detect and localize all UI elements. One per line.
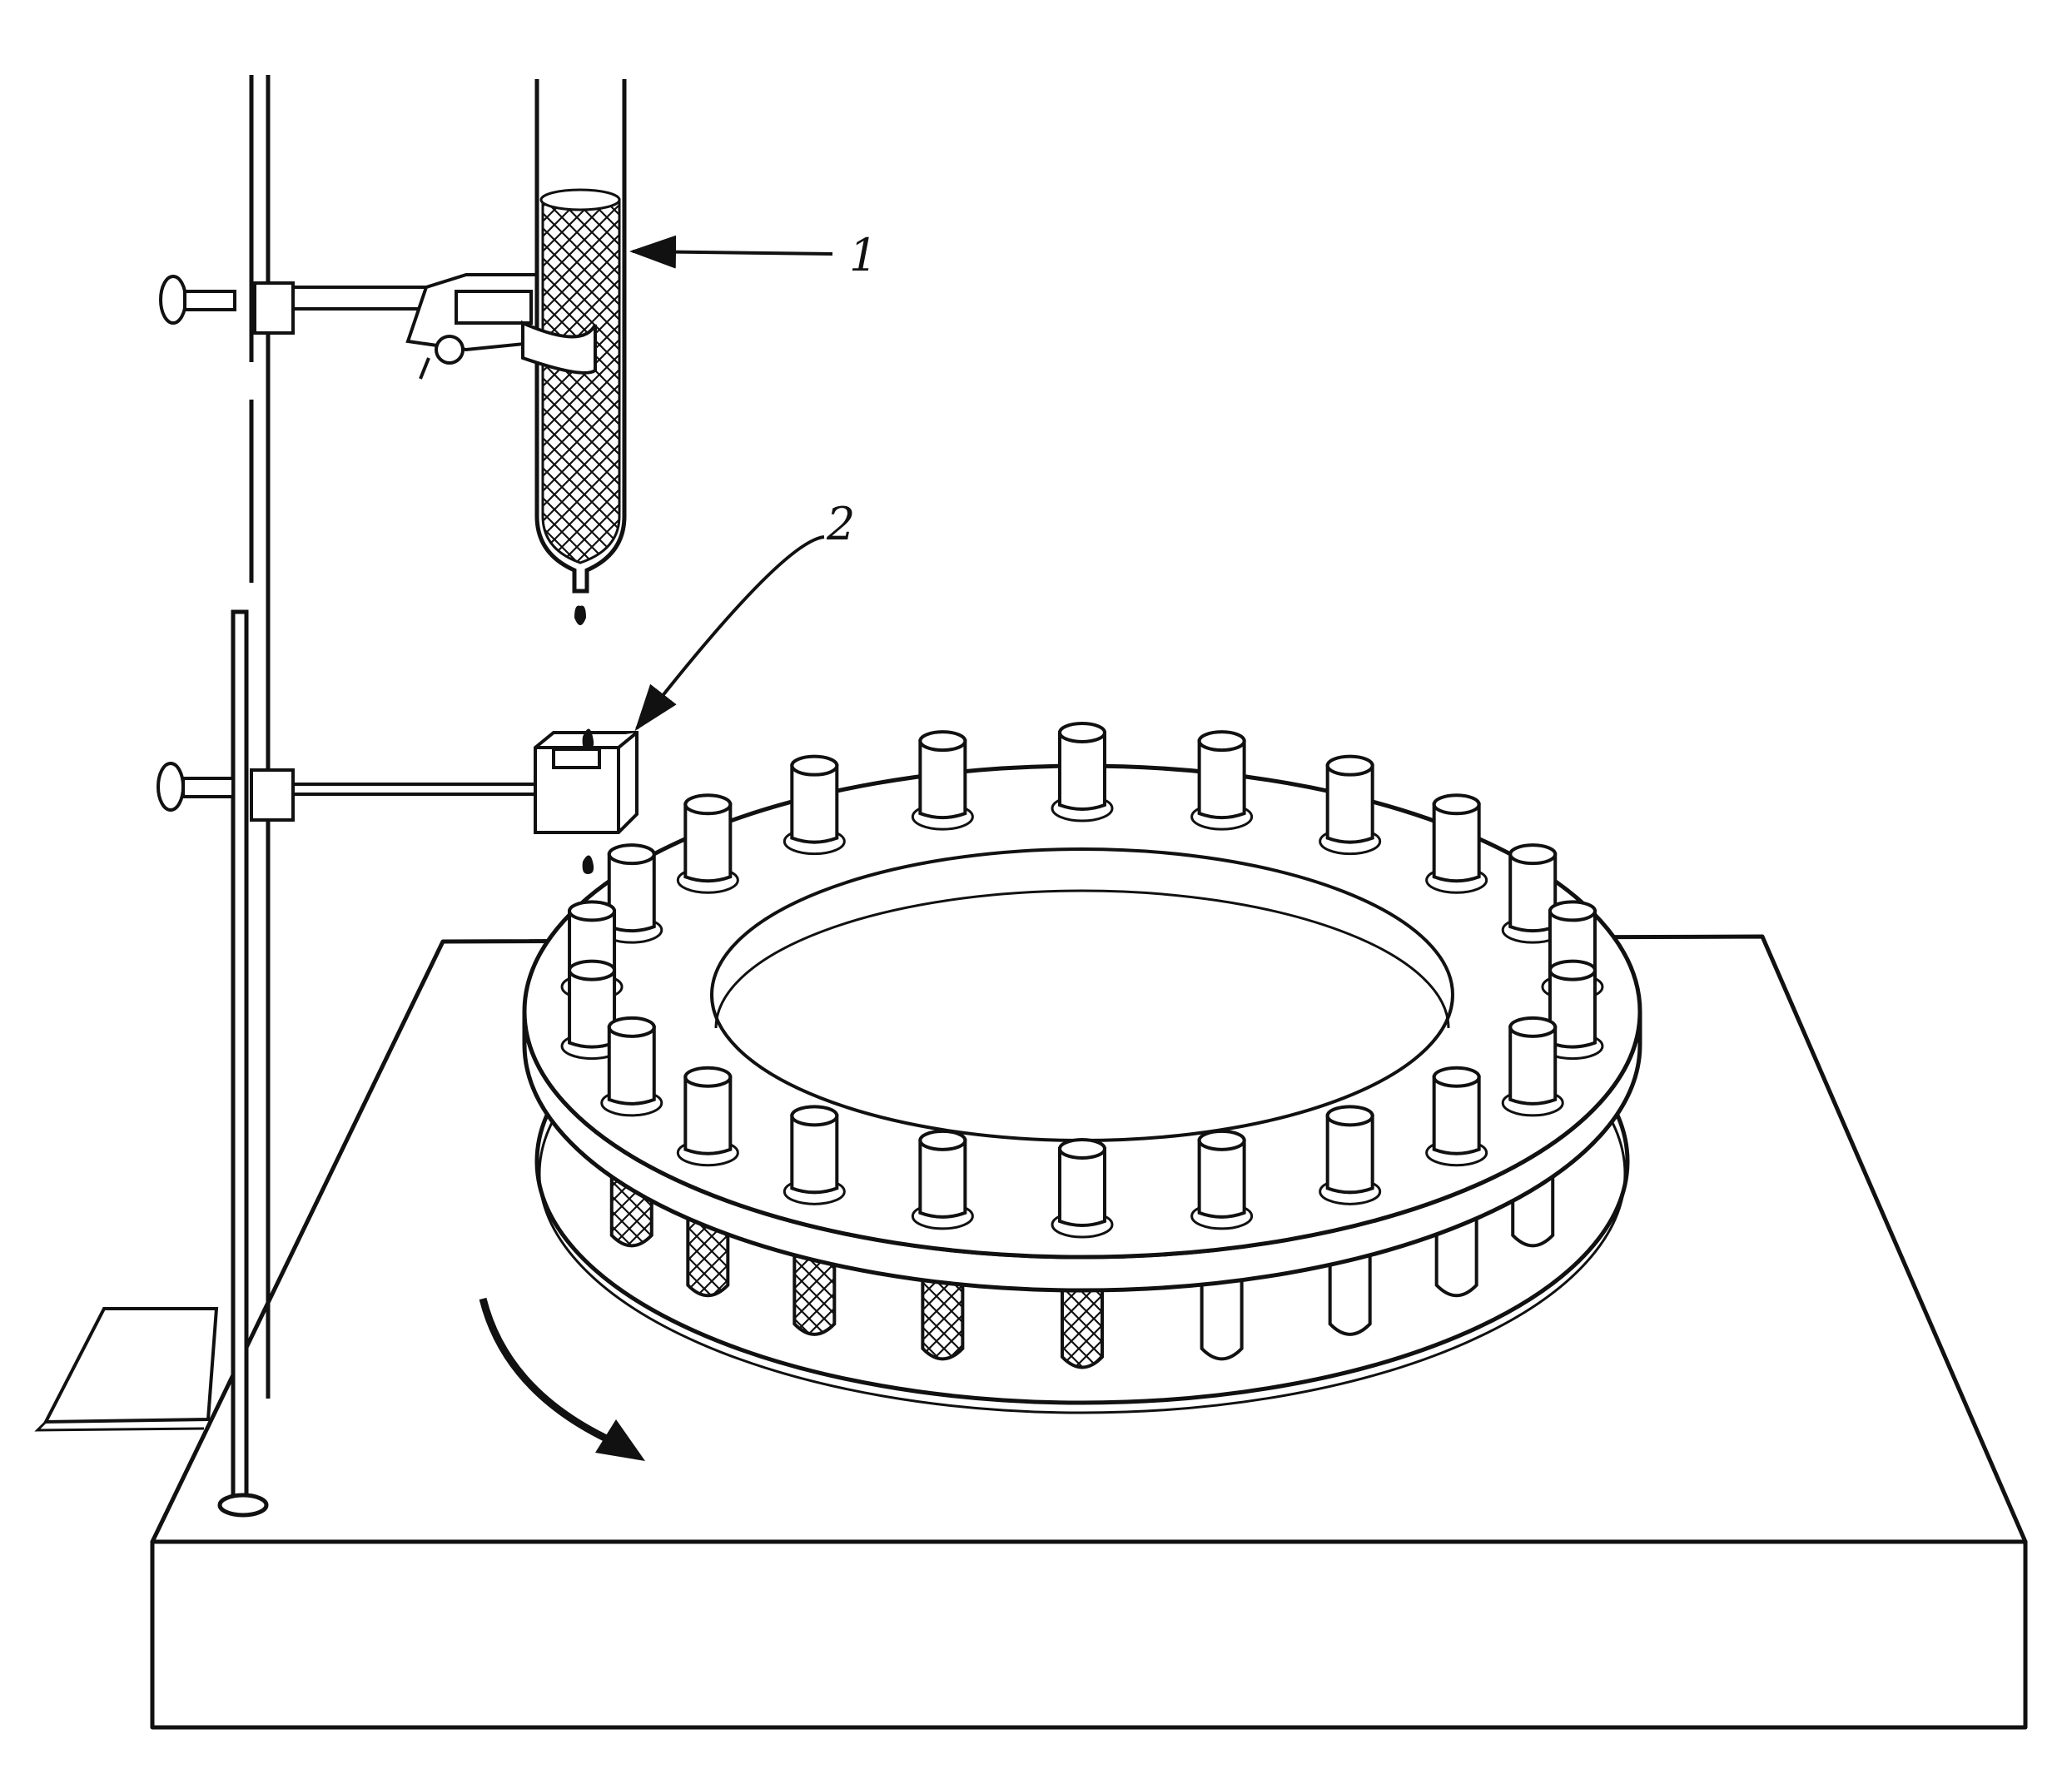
label-1-group: 1 bbox=[629, 229, 877, 281]
tube-wall bbox=[1197, 1138, 1246, 1219]
tube-wall bbox=[790, 1114, 839, 1195]
test-tube bbox=[911, 730, 974, 831]
label-1: 1 bbox=[849, 229, 877, 281]
tube-wall bbox=[683, 803, 733, 883]
test-tube bbox=[1051, 1138, 1114, 1239]
tube-mouth bbox=[1197, 1129, 1246, 1151]
tube-mouth bbox=[1197, 730, 1246, 753]
tube-mouth bbox=[1432, 1066, 1481, 1088]
sheet bbox=[42, 1307, 219, 1424]
tube-mouth bbox=[1548, 900, 1597, 922]
test-tube bbox=[911, 1129, 974, 1230]
tube-wall bbox=[1432, 803, 1481, 883]
tube-wall bbox=[607, 1025, 656, 1106]
drop-counter bbox=[534, 728, 638, 962]
test-tube bbox=[1051, 722, 1114, 822]
tube-mouth bbox=[607, 843, 656, 866]
tube-mouth bbox=[1548, 959, 1597, 981]
label-2-group: 2 bbox=[634, 498, 855, 732]
rotation-arrow-icon bbox=[479, 1297, 645, 1461]
tube-mouth bbox=[1432, 793, 1481, 816]
tube-mouth bbox=[1325, 1105, 1374, 1127]
test-tube bbox=[783, 1105, 846, 1205]
tube-rack bbox=[522, 722, 1642, 1414]
tube-mouth bbox=[683, 793, 733, 816]
tube-wall bbox=[918, 1138, 967, 1219]
test-tube bbox=[1319, 1105, 1382, 1205]
column bbox=[521, 79, 627, 625]
tube-mouth bbox=[1508, 843, 1558, 866]
tube-mouth bbox=[683, 1066, 733, 1088]
inner-ring bbox=[714, 889, 1450, 1029]
tube-wall bbox=[1432, 1075, 1481, 1155]
tube-mouth bbox=[790, 1105, 839, 1127]
tube-mouth bbox=[918, 730, 967, 753]
test-tube bbox=[1541, 959, 1604, 1061]
tube-wall bbox=[1508, 1025, 1558, 1106]
test-tube bbox=[1501, 1016, 1564, 1117]
tube-mouth bbox=[1325, 754, 1374, 777]
tube-wall bbox=[1325, 763, 1374, 844]
tube-wall bbox=[790, 763, 839, 844]
tube-wall bbox=[1058, 731, 1106, 811]
test-tube bbox=[600, 1016, 663, 1117]
tube-mouth bbox=[790, 754, 839, 777]
tube-mouth bbox=[607, 1016, 656, 1038]
upper-clamp bbox=[159, 273, 552, 380]
tube-mouth bbox=[1058, 722, 1106, 743]
tube-mouth bbox=[568, 900, 617, 922]
lower-clamp bbox=[157, 762, 537, 822]
test-tube bbox=[1319, 754, 1382, 856]
tube-wall bbox=[1325, 1114, 1374, 1195]
column-packing bbox=[541, 198, 621, 564]
test-tube bbox=[676, 793, 739, 894]
tube-wall bbox=[1058, 1147, 1106, 1227]
top-plate-hole bbox=[710, 847, 1454, 1142]
tube-mouth bbox=[1508, 1016, 1558, 1038]
test-tube bbox=[1425, 1066, 1488, 1167]
test-tube bbox=[1190, 1129, 1254, 1230]
tube-mouth bbox=[1058, 1138, 1106, 1160]
tube-wall bbox=[683, 1075, 733, 1155]
tube-mouth bbox=[568, 959, 617, 981]
tube-mouth bbox=[918, 1129, 967, 1151]
tube-wall bbox=[918, 739, 967, 820]
label-2: 2 bbox=[826, 498, 855, 550]
test-tube bbox=[676, 1066, 739, 1167]
tube-wall bbox=[1197, 739, 1246, 820]
test-tube bbox=[1190, 730, 1254, 831]
test-tube bbox=[1425, 793, 1488, 894]
test-tube bbox=[783, 754, 846, 856]
test-tube bbox=[560, 959, 624, 1061]
